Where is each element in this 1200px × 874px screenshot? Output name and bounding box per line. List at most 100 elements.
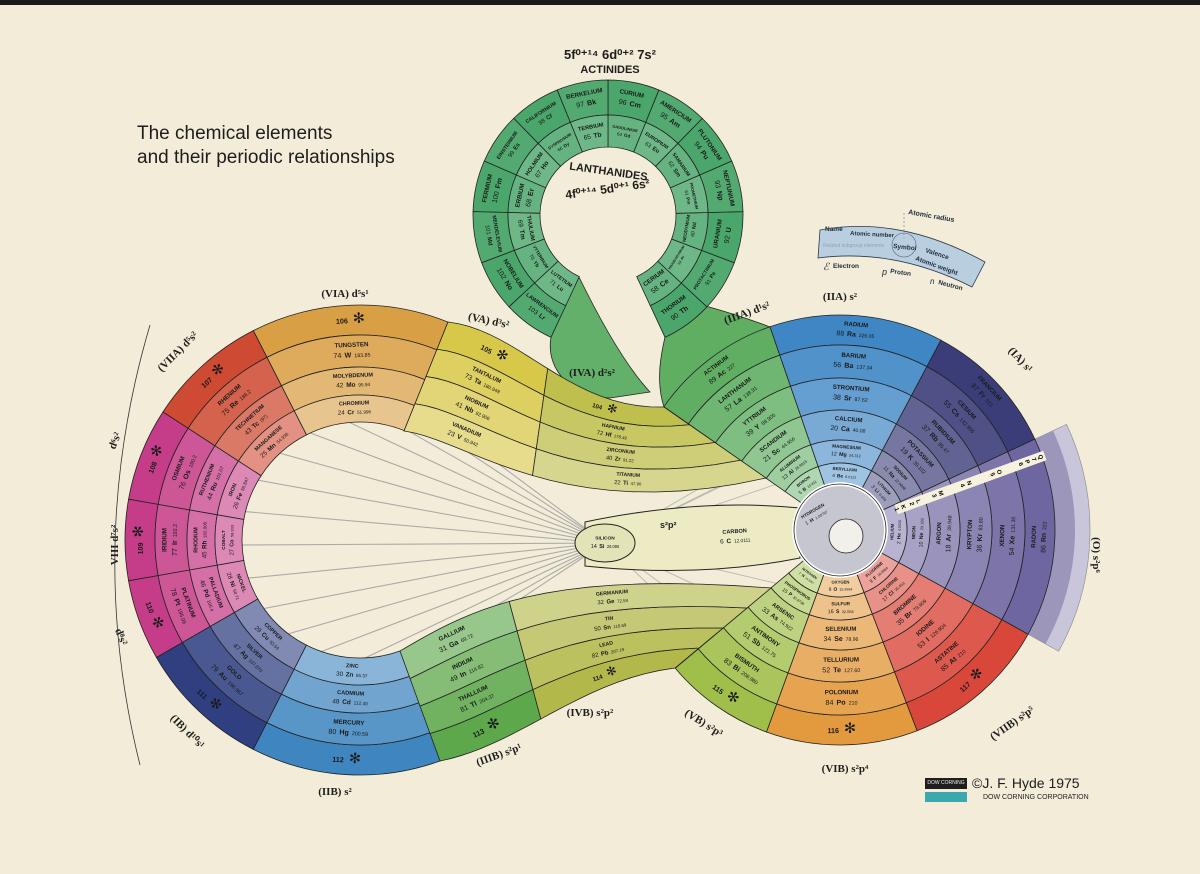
atomic-number: 93 [712, 180, 722, 189]
group-label-vb: (VB) s²p³ [682, 707, 725, 740]
atomic-number: 74 [333, 352, 341, 360]
atomic-weight: 91.22 [623, 457, 635, 463]
atomic-weight: 183.85 [354, 353, 370, 360]
atomic-number: 43 [244, 427, 254, 437]
atomic-weight: 63.54 [268, 640, 280, 652]
element-data: 68Er [524, 188, 536, 208]
element-superheavy[interactable]: 109✻ [124, 498, 159, 582]
cell-shape [532, 448, 767, 493]
element-superheavy[interactable]: 110✻ [128, 575, 184, 659]
element-symbol: Sc [771, 447, 782, 458]
logo-teal-bar [925, 792, 967, 802]
atomic-number: 80 [328, 728, 336, 736]
element-data: 1H1.00797 [804, 509, 829, 527]
element-name: SELENIUM [825, 627, 856, 633]
element-data: 9F18.9984 [869, 565, 890, 584]
shell-number: 6 [1017, 462, 1024, 468]
viii-bracket [114, 324, 151, 766]
element-symbol: Bk [586, 98, 597, 108]
group-label-ib: (IB) d¹⁰s¹ [168, 712, 207, 751]
element-data: 43Tc(97) [244, 413, 270, 437]
element-data: 92U [723, 227, 734, 244]
element-symbol: Mo [346, 382, 356, 389]
atomic-weight: 106.4 [205, 599, 215, 613]
atomic-number: 20 [830, 425, 838, 433]
element-superheavy[interactable]: 108✻ [128, 411, 189, 505]
element-symbol: Cl [888, 590, 896, 598]
atomic-weight: 227 [726, 362, 737, 372]
atomic-number: 12 [831, 451, 837, 457]
cell-shape [293, 644, 411, 686]
element-superheavy[interactable]: 111✻ [155, 641, 268, 750]
element-symbol: S [836, 609, 840, 615]
element-data: 116✻ [827, 721, 856, 737]
relation-line [271, 418, 606, 544]
atomic-number: 8 [829, 587, 832, 593]
element-name: TITANIUM [616, 472, 640, 479]
atomic-number: 36 [976, 544, 984, 552]
element-name: CHROMIUM [339, 400, 370, 407]
element-name: GERMANIUM [596, 589, 629, 598]
title-line-2: and their periodic relationships [137, 147, 395, 168]
element-symbol: Y [753, 422, 762, 431]
atomic-number: 92 [723, 235, 732, 244]
poster-title: The chemical elements and their periodic… [137, 122, 395, 170]
atomic-number: 6 [720, 538, 724, 545]
element-symbol: Nd [691, 222, 698, 230]
atomic-number: 95 [658, 111, 669, 122]
element-name: MOLYBDENUM [333, 372, 374, 380]
element-symbol: H [809, 517, 815, 524]
atomic-number: 84 [825, 699, 833, 707]
atomic-weight: 95.94 [358, 382, 370, 389]
atomic-number: 85 [939, 662, 950, 673]
atomic-number: 116 [827, 726, 839, 735]
